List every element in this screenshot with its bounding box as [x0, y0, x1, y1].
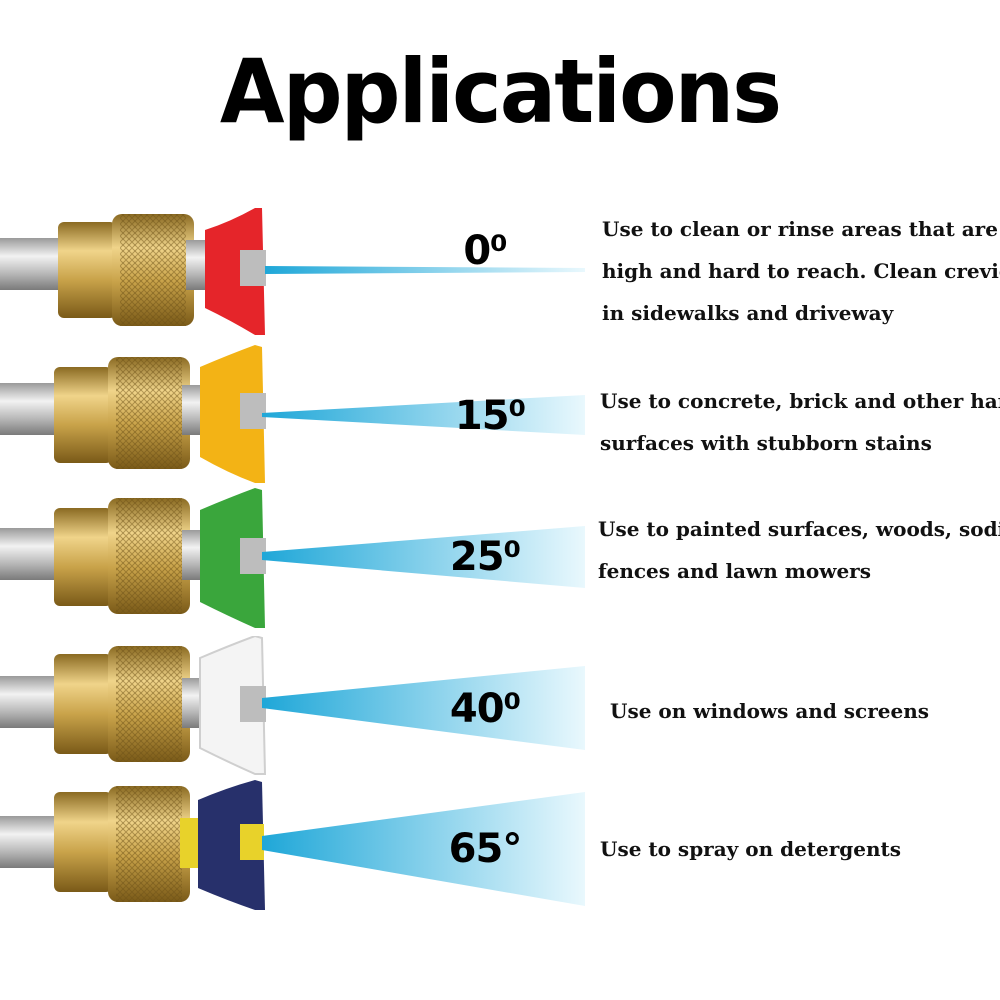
angle-label-2: 25⁰	[449, 534, 521, 580]
stem-4	[180, 818, 202, 868]
description-4: Use to spray on detergents	[600, 828, 901, 870]
nozzle-4-graphic	[0, 780, 585, 910]
description-2-line-2: fences and lawn mowers	[598, 559, 871, 583]
description-3: Use on windows and screens	[610, 690, 929, 732]
green-tip-shape	[200, 488, 265, 628]
angle-label-1: 15⁰	[454, 393, 526, 439]
nozzle-row-1: 15⁰ Use to concrete, brick and other har…	[0, 345, 1000, 485]
hex-fitting-4	[54, 792, 112, 892]
description-0: Use to clean or rinse areas that are hig…	[602, 208, 1000, 334]
page-title: Applications	[219, 40, 782, 143]
description-1-line-2: surfaces with stubborn stains	[600, 431, 932, 455]
angle-label-0: 0⁰	[463, 228, 507, 274]
nozzle-row-0: 0⁰ Use to clean or rinse areas that are …	[0, 200, 1000, 340]
hex-fitting-1	[54, 367, 112, 463]
description-1: Use to concrete, brick and other hard su…	[600, 380, 1000, 464]
angle-label-4: 65°	[448, 826, 523, 872]
description-0-line-2: high and hard to reach. Clean crevices	[602, 259, 1000, 283]
description-1-line-1: Use to concrete, brick and other hard	[600, 389, 1000, 413]
spray-2	[262, 526, 585, 588]
description-0-line-3: in sidewalks and driveway	[602, 301, 894, 325]
spray-0	[265, 266, 585, 274]
hex-fitting-3	[54, 654, 112, 754]
white-tip-shape	[199, 636, 267, 775]
description-2-line-1: Use to painted surfaces, woods, soding,	[598, 517, 1000, 541]
yellow-tip-shape	[200, 345, 265, 483]
spray-3	[262, 666, 585, 750]
description-3-line-1: Use on windows and screens	[610, 699, 930, 723]
nozzle-row-2: 25⁰ Use to painted surfaces, woods, sodi…	[0, 488, 1000, 633]
nozzle-3-graphic	[0, 636, 585, 775]
description-4-line-1: Use to spray on detergents	[600, 837, 902, 861]
nozzle-2-graphic	[0, 488, 585, 628]
nozzle-0-graphic	[0, 208, 585, 335]
nozzle-row-3: 40⁰ Use on windows and screens	[0, 636, 1000, 776]
hex-fitting-0	[58, 222, 116, 318]
spray-1	[262, 395, 585, 435]
nozzle-1-graphic	[0, 345, 585, 483]
description-0-line-1: Use to clean or rinse areas that are	[602, 217, 998, 241]
description-2: Use to painted surfaces, woods, soding, …	[598, 508, 1000, 592]
spray-4	[262, 792, 585, 906]
nozzle-row-4: 65° Use to spray on detergents	[0, 778, 1000, 918]
red-tip-shape	[205, 208, 265, 335]
hex-fitting-2	[54, 508, 112, 606]
angle-label-3: 40⁰	[449, 686, 521, 732]
blue-tip-shape	[198, 780, 265, 910]
